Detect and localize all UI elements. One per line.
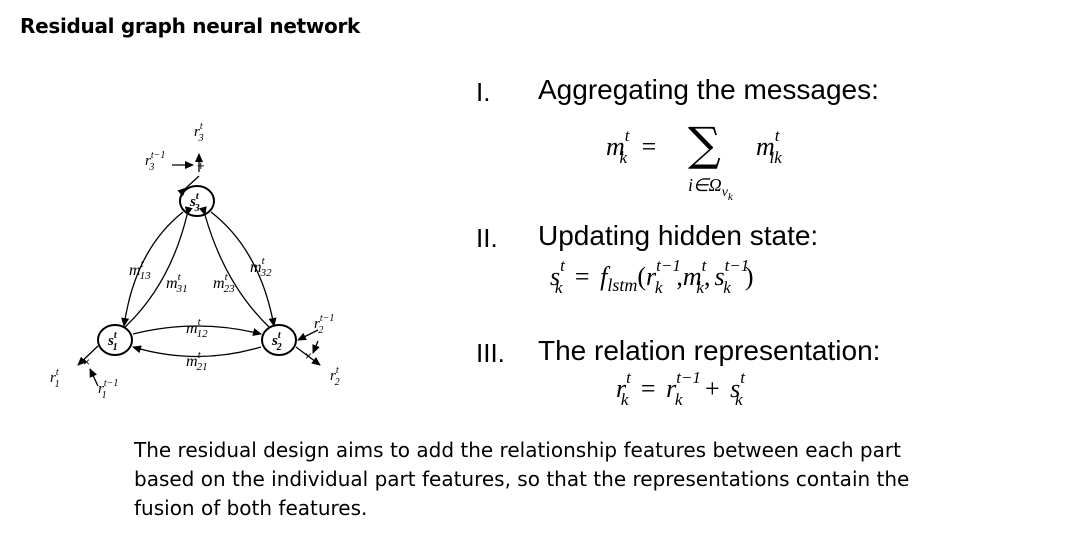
node-s3-circle: [179, 185, 215, 217]
step-3-number: III.: [476, 338, 505, 368]
step-2-number: II.: [476, 223, 498, 253]
r2-times-sign: ×: [305, 349, 312, 363]
edge-m32: [210, 211, 277, 327]
step-1-label: Aggregating the messages:: [538, 74, 879, 105]
edge-m23: [198, 206, 271, 329]
node-s1-circle: [97, 324, 133, 356]
page-title: Residual graph neural network: [20, 14, 361, 38]
r1-times-sign: ×: [83, 355, 90, 369]
sum-sign: ∑: [688, 117, 721, 171]
step-1-number: I.: [476, 77, 491, 107]
step-2-label: Updating hidden state:: [538, 220, 819, 251]
step-3-label: The relation representation:: [538, 335, 881, 366]
edge-m21: [132, 345, 262, 358]
equation-aggregate: mtk =: [606, 126, 657, 167]
r3-plus-sign: +: [197, 158, 205, 173]
edge-m12: [132, 325, 262, 336]
edge-m13: [121, 211, 184, 327]
equation-aggregate-term: mtik: [756, 126, 782, 167]
edge-m31: [123, 206, 193, 329]
equation-update: stk = flstm(rt−1k,mtk,st−1k): [550, 256, 754, 297]
description-paragraph: The residual design aims to add the rela…: [134, 438, 910, 520]
sum-range: i∈Ωvk: [688, 175, 733, 203]
node-s2-circle: [261, 324, 297, 356]
equation-relation: rtk = rt−1k + stk: [616, 368, 745, 409]
